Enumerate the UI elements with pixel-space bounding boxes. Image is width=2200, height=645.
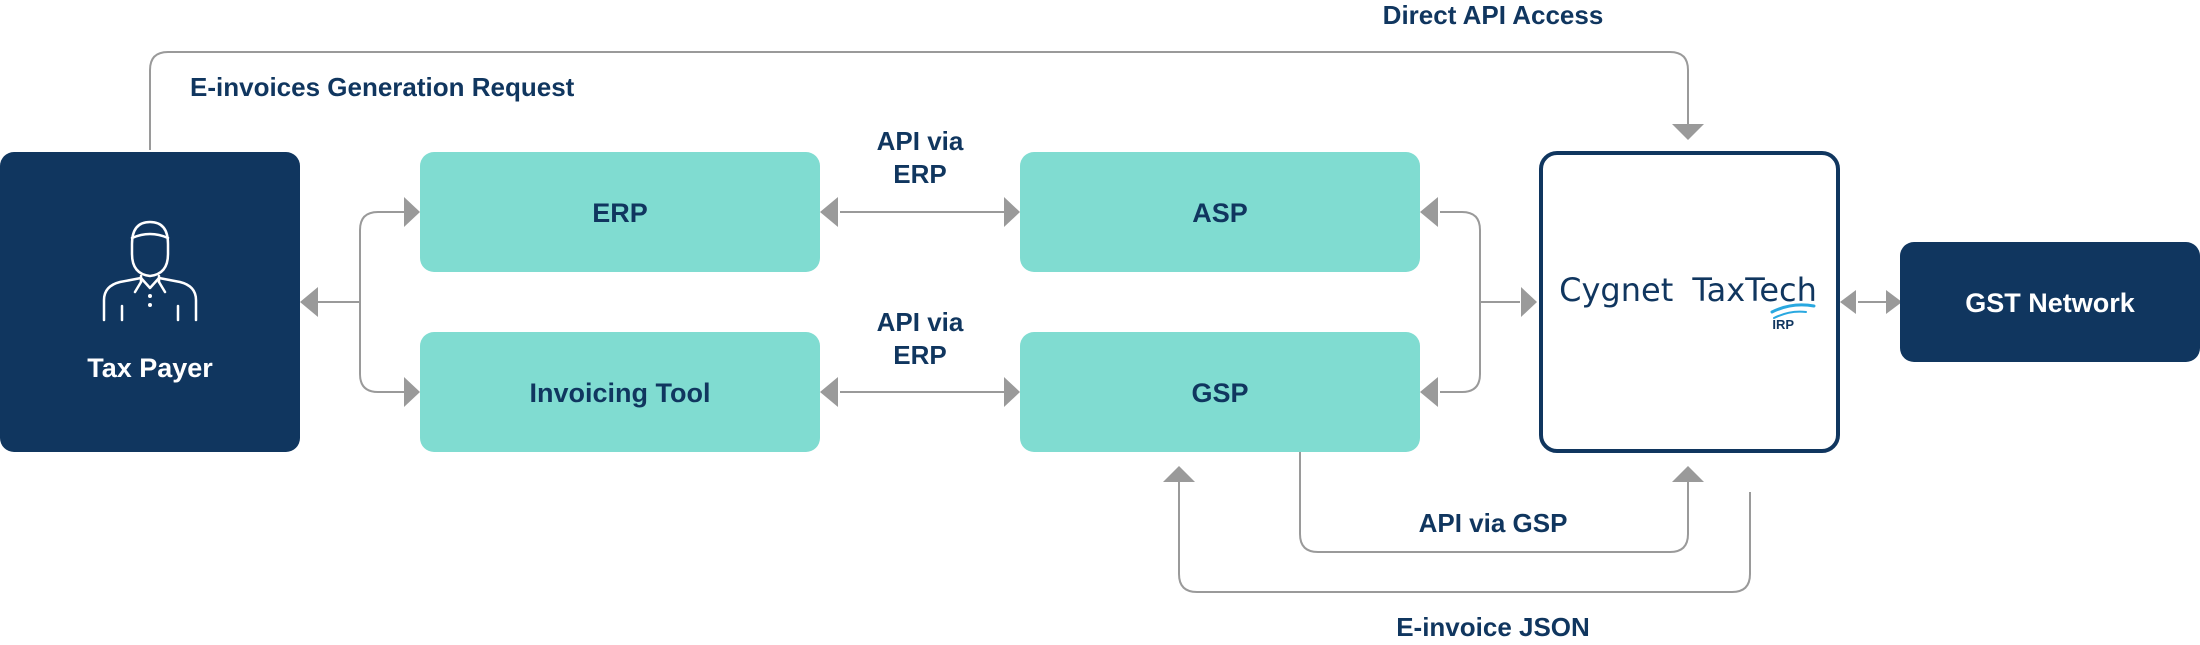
node-gsp: GSP — [1020, 332, 1420, 452]
arrowhead-right-icon — [1004, 197, 1020, 227]
gsp-label: GSP — [1191, 378, 1248, 408]
arrowhead-down-icon — [1672, 124, 1704, 140]
gsp-box — [1020, 332, 1420, 452]
arrowhead-left-icon — [820, 377, 838, 407]
asp-label: ASP — [1192, 198, 1248, 228]
node-tax-payer: Tax Payer — [0, 152, 300, 452]
tax-payer-label: Tax Payer — [87, 353, 213, 383]
tax-payer-box — [0, 152, 300, 452]
cygnet-taxtech-logo: Cygnet TaxTech IRP — [1559, 271, 1817, 332]
connector-lines — [149, 51, 1890, 593]
label-einvoice-json: E-invoice JSON — [1396, 612, 1590, 642]
label-api-via-erp-bottom-line1: API via — [877, 307, 964, 337]
node-erp: ERP — [420, 152, 820, 272]
arrowhead-right-icon — [1886, 290, 1902, 314]
invoicing-tool-label: Invoicing Tool — [530, 378, 711, 408]
node-irp: Cygnet TaxTech IRP — [1539, 151, 1840, 453]
invoicing-tool-box — [420, 332, 820, 452]
arrowheads — [300, 124, 1902, 482]
logo-swoosh-icon — [1773, 310, 1807, 319]
edge-einvoice-json — [1178, 482, 1751, 593]
logo-brand-primary: Cygnet — [1559, 271, 1673, 309]
label-api-via-erp-bottom-line2: ERP — [893, 340, 946, 370]
label-api-via-erp-top-line1: API via — [877, 126, 964, 156]
edge-taxpayer-fork — [318, 211, 406, 393]
edge-labels: Direct API Access E-invoices Generation … — [190, 0, 1603, 642]
arrowhead-left-icon — [300, 287, 318, 317]
arrowhead-right-icon — [404, 197, 420, 227]
erp-label: ERP — [592, 198, 648, 228]
arrowhead-left-icon — [1840, 290, 1856, 314]
arrowhead-left-icon — [820, 197, 838, 227]
arrowhead-left-icon — [1420, 377, 1438, 407]
arrowhead-up-icon — [1672, 466, 1704, 482]
asp-box — [1020, 152, 1420, 272]
node-invoicing-tool: Invoicing Tool — [420, 332, 820, 452]
label-api-via-erp-top-line2: ERP — [893, 159, 946, 189]
gst-network-label: GST Network — [1965, 288, 2136, 318]
edge-api-via-gsp — [1299, 452, 1689, 553]
node-gst-network: GST Network — [1900, 242, 2200, 362]
arrowhead-left-icon — [1420, 197, 1438, 227]
logo-irp-tag: IRP — [1772, 317, 1794, 332]
person-icon — [102, 220, 198, 322]
irp-box — [1539, 151, 1840, 453]
arrowhead-right-icon — [1521, 287, 1537, 317]
label-api-via-gsp: API via GSP — [1419, 508, 1568, 538]
edge-asp-gsp-merge — [1440, 211, 1520, 393]
logo-swoosh-icon — [1770, 303, 1816, 314]
label-direct-api-access: Direct API Access — [1383, 0, 1604, 30]
label-einvoice-generation-request: E-invoices Generation Request — [190, 72, 575, 102]
svg-text:Cygnet TaxTech: Cygnet TaxTech — [1559, 271, 1817, 309]
gst-network-box — [1900, 242, 2200, 362]
person-icon-buttons — [148, 294, 152, 307]
arrowhead-right-icon — [1004, 377, 1020, 407]
arrowhead-up-icon — [1163, 466, 1195, 482]
edge-direct-api-access — [149, 51, 1689, 150]
logo-brand-secondary: TaxTech — [1691, 271, 1816, 309]
arrowhead-right-icon — [404, 377, 420, 407]
node-asp: ASP — [1020, 152, 1420, 272]
erp-box — [420, 152, 820, 272]
